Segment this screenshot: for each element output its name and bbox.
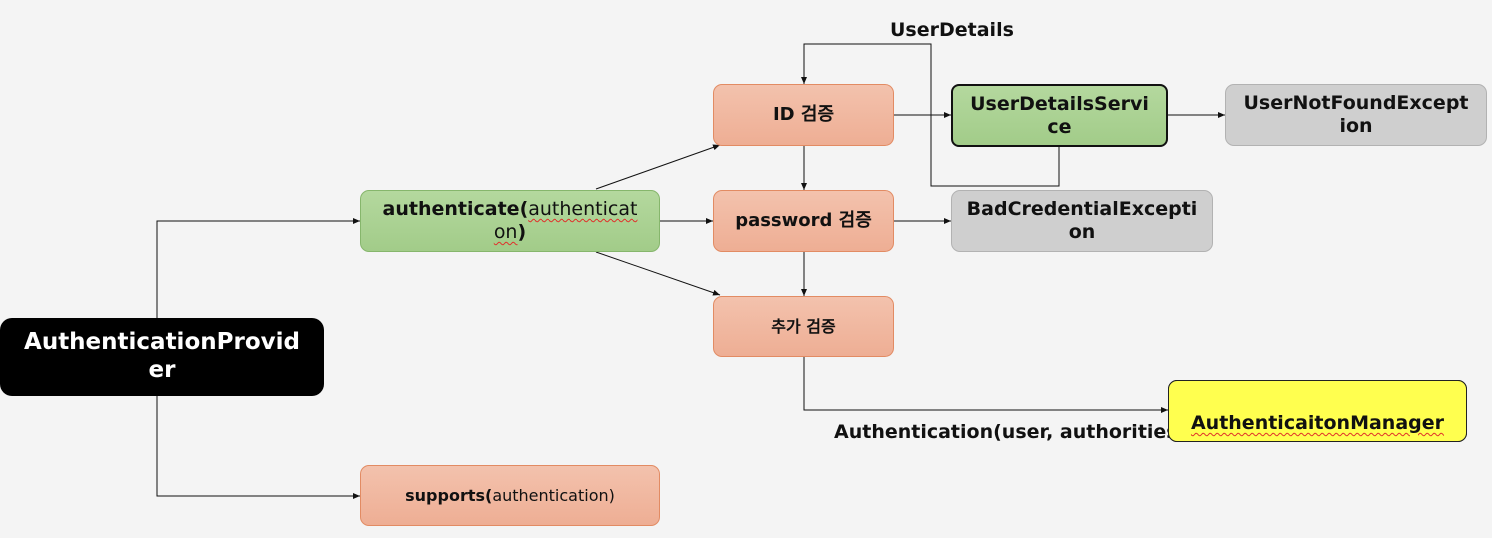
user-not-found-exception-label: UserNotFoundException (1243, 92, 1469, 137)
user-details-service-label: UserDetailsService (970, 92, 1149, 138)
connector-provider-authenticate (156, 218, 360, 318)
bad-credential-exception-label: BadCredentialException (966, 198, 1198, 243)
password-check-box: password 검증 (713, 190, 894, 252)
supports-method-label: supports(authentication) (405, 485, 615, 505)
user-not-found-exception-box: UserNotFoundException (1225, 84, 1487, 146)
extra-check-box: 추가 검증 (713, 296, 894, 357)
connector-provider-supports (156, 396, 360, 499)
authentication-provider-label: AuthenticationProvid er (24, 329, 300, 383)
connector-authenticate-id-check (595, 144, 721, 190)
authentication-manager-overlay: AuthenticaitonManager (1168, 380, 1467, 442)
authentication-result-label: Authentication(user, authorities) (834, 421, 1187, 443)
id-check-box: ID 검증 (713, 84, 894, 146)
password-check-label: password 검증 (735, 210, 872, 232)
authentication-manager-overlay-label: AuthenticaitonManager (1190, 412, 1445, 435)
connector-extra-manager (803, 357, 1168, 413)
user-details-flow-label: UserDetails (890, 19, 1014, 41)
id-check-label: ID 검증 (772, 104, 835, 126)
supports-method-box: supports(authentication) (360, 465, 660, 526)
bad-credential-exception-box: BadCredentialException (951, 190, 1213, 252)
connector-authenticate-extra-check (595, 251, 721, 296)
connector-user-details-return (801, 43, 1060, 187)
authentication-provider-box: AuthenticationProvid er (0, 318, 324, 396)
extra-check-label: 추가 검증 (771, 316, 836, 336)
user-details-service-box: UserDetailsService (951, 84, 1168, 147)
